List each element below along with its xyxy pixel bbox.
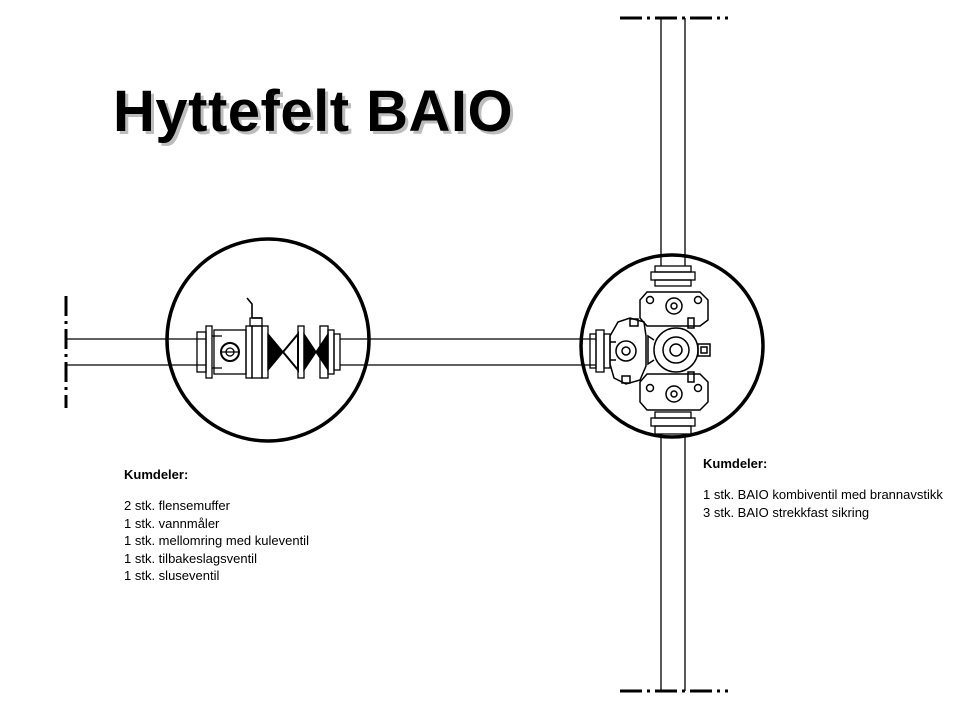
left-parts-item: 1 stk. tilbakeslagsventil — [124, 550, 257, 566]
flange-coupling-right — [327, 329, 341, 375]
coupling-bottom — [650, 411, 696, 435]
right-chamber-circle — [579, 253, 765, 439]
left-parts-item: 1 stk. sluseventil — [124, 568, 220, 583]
right-parts-item: 1 stk. BAIO kombiventil med brannavstikk — [703, 487, 943, 502]
horizontal-pipe — [66, 338, 596, 366]
left-parts-item: 2 stk. flensemuffer — [124, 498, 230, 513]
right-parts-item: 3 stk. BAIO strekkfast sikring — [703, 504, 870, 520]
flange-coupling-left — [196, 325, 222, 379]
left-chamber-parts-list: Kumdeler: 2 stk. flensemuffer 1 stk. van… — [124, 467, 309, 585]
water-meter-icon — [213, 325, 253, 379]
drawing-title: Hyttefelt BAIO — [113, 79, 514, 144]
right-parts-heading: Kumdeler: — [703, 456, 768, 471]
right-chamber-parts-list: Kumdeler: 1 stk. BAIO kombiventil med br… — [703, 456, 943, 521]
vertical-pipe — [660, 18, 686, 691]
left-parts-item: 1 stk. mellomring med kuleventil — [124, 533, 309, 548]
left-chamber-circle — [165, 237, 371, 443]
gate-valve-icon — [303, 325, 329, 379]
coupling-top — [650, 265, 696, 287]
ball-valve-icon — [246, 297, 263, 379]
combination-valve-icon — [609, 291, 711, 411]
left-parts-item: 1 stk. vannmåler — [124, 515, 220, 531]
left-parts-heading: Kumdeler: — [124, 467, 189, 482]
coupling-left — [589, 329, 611, 373]
check-valve-icon — [261, 325, 305, 379]
